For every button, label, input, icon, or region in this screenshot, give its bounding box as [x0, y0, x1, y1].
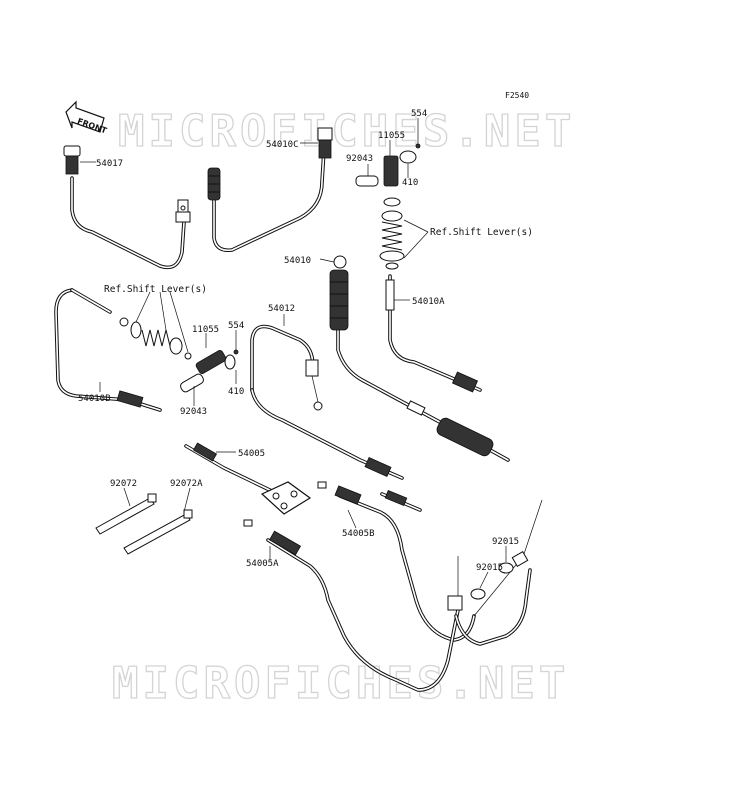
label-11055-left: 11055 [192, 325, 219, 335]
label-92072a: 92072A [170, 479, 203, 489]
label-92072: 92072 [110, 479, 137, 489]
cable-tie-92072 [95, 493, 157, 535]
label-410-top: 410 [402, 178, 418, 188]
cable-54010c [207, 127, 333, 253]
label-92015-a: 92015 [492, 537, 519, 547]
cable-tie-92072a [123, 509, 193, 555]
nut-92015-a [498, 562, 514, 574]
label-ref-shift-lever-left: Ref.Shift Lever(s) [104, 284, 207, 295]
label-54005b: 54005B [342, 529, 375, 539]
label-54005: 54005 [238, 449, 265, 459]
nut-92015-b [470, 588, 486, 600]
label-410-left: 410 [228, 387, 244, 397]
spring-stack-top [379, 197, 405, 270]
label-54012: 54012 [268, 304, 295, 314]
watermark-bottom: MICROFICHES.NET [112, 658, 569, 709]
cable-54005 [184, 442, 327, 527]
cable-right-loop [454, 568, 532, 646]
label-54010a: 54010A [412, 297, 445, 307]
label-54005a: 54005A [246, 559, 279, 569]
shift-assembly-top [355, 118, 421, 187]
shift-assembly-left [180, 330, 239, 393]
label-54017: 54017 [96, 159, 123, 169]
label-92043-left: 92043 [180, 407, 207, 417]
label-554-top: 554 [411, 109, 427, 119]
cable-54010b [54, 288, 162, 412]
label-92043-top: 92043 [346, 154, 373, 164]
watermark-top: MICROFICHES.NET [118, 106, 575, 157]
cable-54017 [63, 145, 191, 270]
spring-stack-left [119, 317, 192, 360]
label-54010: 54010 [284, 256, 311, 266]
cable-54010a [385, 274, 482, 393]
cable-54005a [266, 530, 463, 692]
leader-lines [80, 140, 507, 589]
label-54010c: 54010C [266, 140, 299, 150]
label-11055-top: 11055 [378, 131, 405, 141]
label-ref-shift-lever-top: Ref.Shift Lever(s) [430, 227, 533, 238]
label-92015-b: 92015 [476, 563, 503, 573]
cable-54012 [250, 324, 404, 480]
cable-54010 [329, 255, 510, 462]
label-54010b: 54010B [78, 394, 111, 404]
label-554-left: 554 [228, 321, 244, 331]
figure-code: F2540 [505, 91, 529, 100]
front-arrow-icon: FRONT [65, 100, 108, 136]
cable-54005b [334, 485, 543, 642]
